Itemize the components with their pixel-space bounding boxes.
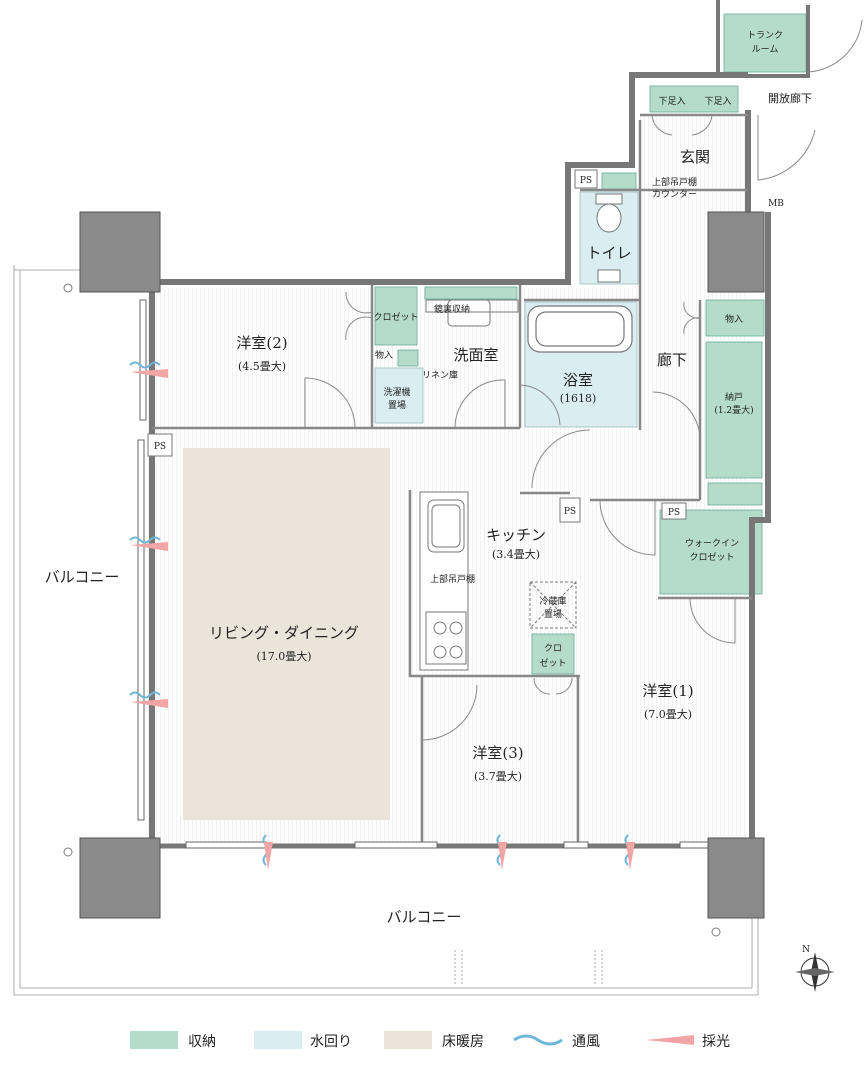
legend-label-wind: 通風: [572, 1034, 600, 1050]
ps-boxes: [147, 169, 687, 523]
ps-label-2: PS: [154, 442, 166, 452]
western1-size: (7.0畳大): [644, 707, 692, 721]
open-corridor-label: 開放廊下: [768, 91, 812, 105]
drains: [63, 283, 721, 937]
closet3-label-1: クロ: [544, 643, 562, 654]
toilet-label: トイレ: [586, 244, 631, 262]
nando-label: 納戸: [725, 391, 743, 403]
shoe-storage-label-1: 下足入: [658, 96, 685, 107]
storage-small-label: 物入: [375, 349, 393, 361]
ps-label-3: PS: [564, 507, 576, 517]
hallway-label: 廊下: [657, 351, 687, 369]
doors: [304, 19, 863, 741]
floor-heating-area: [183, 448, 390, 820]
wic-label-2: クロゼット: [689, 551, 734, 563]
bathtub: [527, 305, 633, 353]
balcony-outline: [13, 265, 759, 996]
kitchen-label: キッチン: [486, 526, 546, 544]
closet2-label: クロゼット: [373, 311, 418, 323]
kitchen-size: (3.4畳大): [492, 547, 540, 561]
wic-label-1: ウォークイン: [685, 538, 739, 549]
mb-label: MB: [768, 199, 784, 209]
toilet-fixture: [595, 193, 623, 283]
mirror-storage-label: 鏡裏収納: [434, 303, 470, 315]
balcony-bottom-label: バルコニー: [387, 908, 462, 926]
upper-cabinet-label: 上部吊戸棚: [430, 573, 475, 585]
legend-label-light: 採光: [702, 1034, 730, 1050]
legend-label-storage: 収納: [188, 1034, 216, 1050]
legend-label-water: 水回り: [310, 1034, 352, 1050]
living-label: リビング・ダイニング: [209, 624, 359, 642]
trunk-room-label-2: ルーム: [752, 44, 779, 55]
ps-label-1: PS: [580, 176, 592, 186]
legend-swatch-storage: [130, 1031, 178, 1049]
exterior-walls: [148, 72, 771, 849]
storage-hall-label: 物入: [725, 313, 743, 325]
storage-areas: [374, 13, 807, 675]
western2-size: (4.5畳大): [238, 359, 286, 373]
nando-size: (1.2畳大): [714, 404, 753, 416]
compass-icon: [795, 952, 835, 992]
legend-light-icon: [646, 1035, 694, 1045]
light-markers: [130, 369, 635, 870]
interior-walls: [152, 113, 752, 846]
western3-label: 洋室(3): [472, 744, 523, 762]
counter-label-1: 上部吊戸棚: [652, 176, 697, 188]
fridge-label-1: 冷蔵庫: [539, 595, 566, 607]
washer-label-2: 置場: [388, 399, 406, 411]
legend-wind-icon: [513, 1034, 563, 1046]
entrance-label: 玄関: [680, 148, 710, 166]
washer-label-1: 洗濯機: [383, 386, 410, 398]
bath-label: 浴室: [563, 371, 593, 389]
legend-label-heating: 床暖房: [442, 1034, 484, 1050]
ps-label-4: PS: [668, 508, 680, 518]
washroom-label: 洗面室: [453, 346, 498, 364]
western3-size: (3.7畳大): [474, 769, 522, 783]
trunk-room-walls: [716, 0, 810, 78]
legend-swatch-water: [254, 1031, 302, 1049]
western2-label: 洋室(2): [236, 334, 287, 352]
washbasin: [425, 299, 519, 327]
north-label: N: [802, 945, 810, 955]
living-size: (17.0畳大): [256, 649, 311, 663]
bath-size: (1618): [560, 392, 597, 405]
closet3-label-2: ゼット: [539, 657, 566, 669]
counter-label-2: カウンター: [652, 189, 697, 200]
balcony-left-label: バルコニー: [45, 568, 120, 586]
columns: [79, 211, 765, 919]
trunk-room-label: トランク: [747, 30, 783, 41]
kitchen-counter: [419, 491, 469, 671]
fridge-label-2: 置場: [544, 608, 562, 620]
windows: [137, 299, 711, 849]
legend-swatch-heating: [384, 1031, 432, 1049]
shoe-storage-label-2: 下足入: [704, 96, 731, 107]
western1-label: 洋室(1): [642, 682, 693, 700]
linen-label: リネン庫: [422, 369, 458, 381]
fridge-space: [529, 581, 577, 629]
